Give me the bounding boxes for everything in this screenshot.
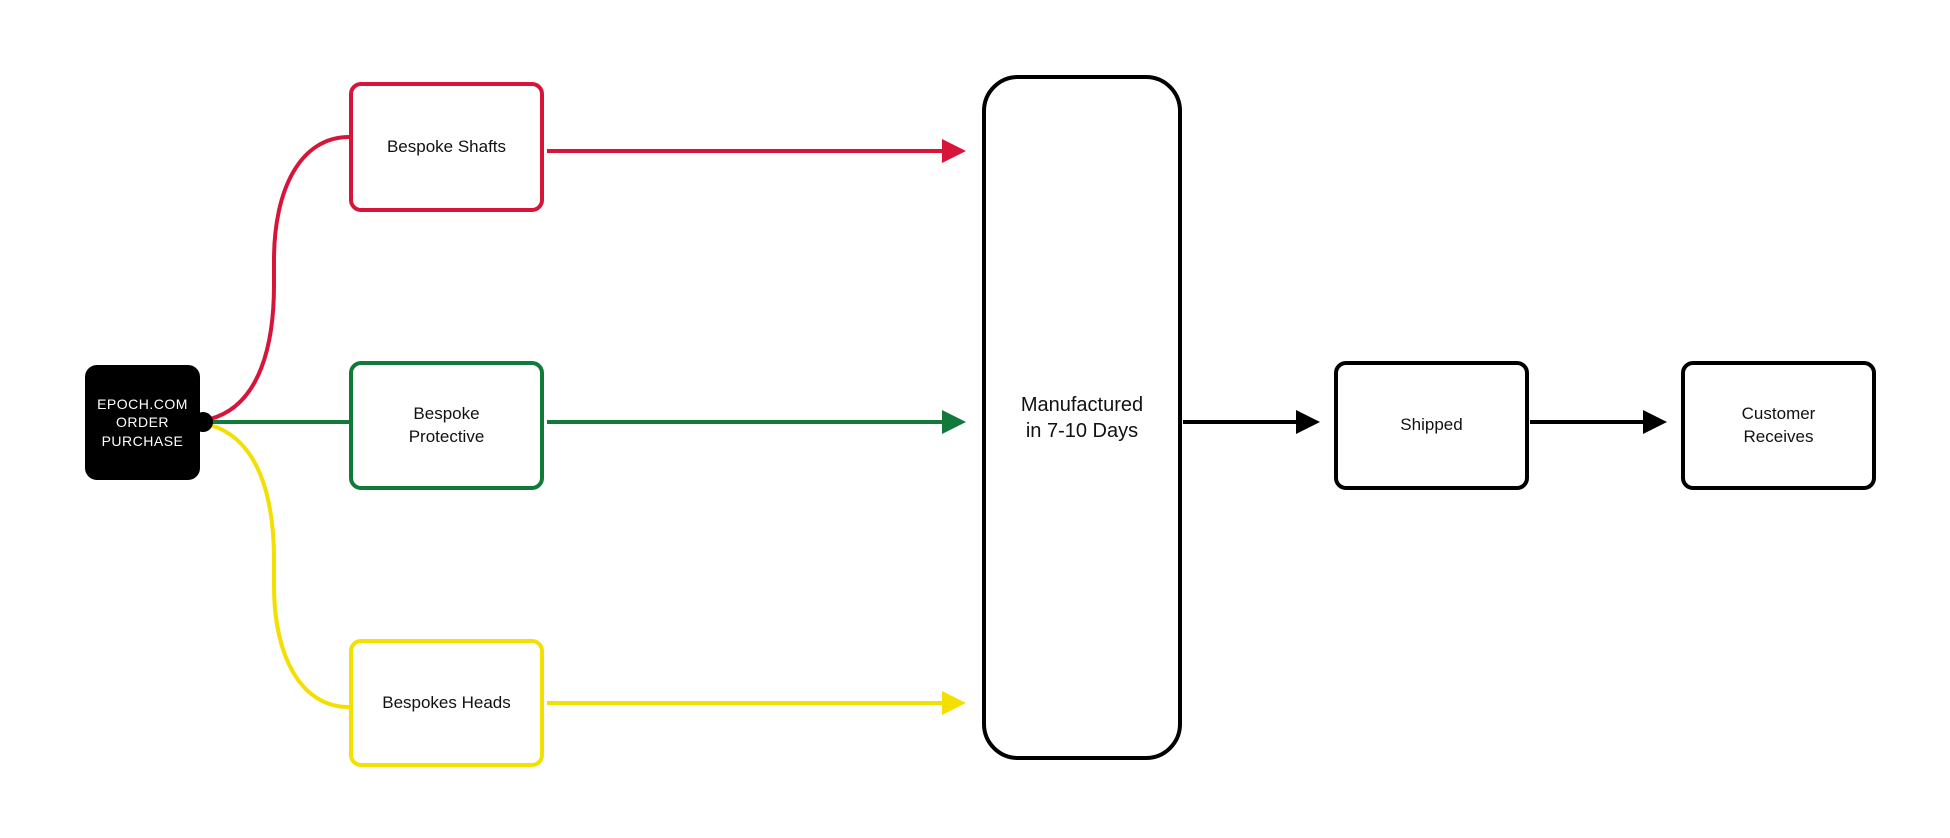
node-bespoke-heads: Bespokes Heads [349, 639, 544, 767]
node-bespoke-shafts: Bespoke Shafts [349, 82, 544, 212]
node-customer-receives: Customer Receives [1681, 361, 1876, 490]
connector-start-heads [209, 423, 350, 709]
node-label: Manufactured in 7-10 Days [1020, 393, 1144, 442]
node-manufactured: Manufactured in 7-10 Days [982, 75, 1182, 760]
connector-start-shafts [209, 135, 350, 421]
node-label: Bespoke Shafts [386, 136, 507, 156]
node-label: Shipped [1400, 415, 1463, 435]
node-label: Bespoke Protective [408, 404, 485, 446]
node-label: Customer Receives [1741, 404, 1816, 446]
node-order-purchase: EPOCH.COM ORDER PURCHASE [85, 365, 200, 480]
node-bespoke-protective: Bespoke Protective [349, 361, 544, 490]
node-shipped: Shipped [1334, 361, 1529, 490]
node-label: EPOCH.COM ORDER PURCHASE [97, 396, 188, 449]
node-label: Bespokes Heads [382, 692, 511, 712]
